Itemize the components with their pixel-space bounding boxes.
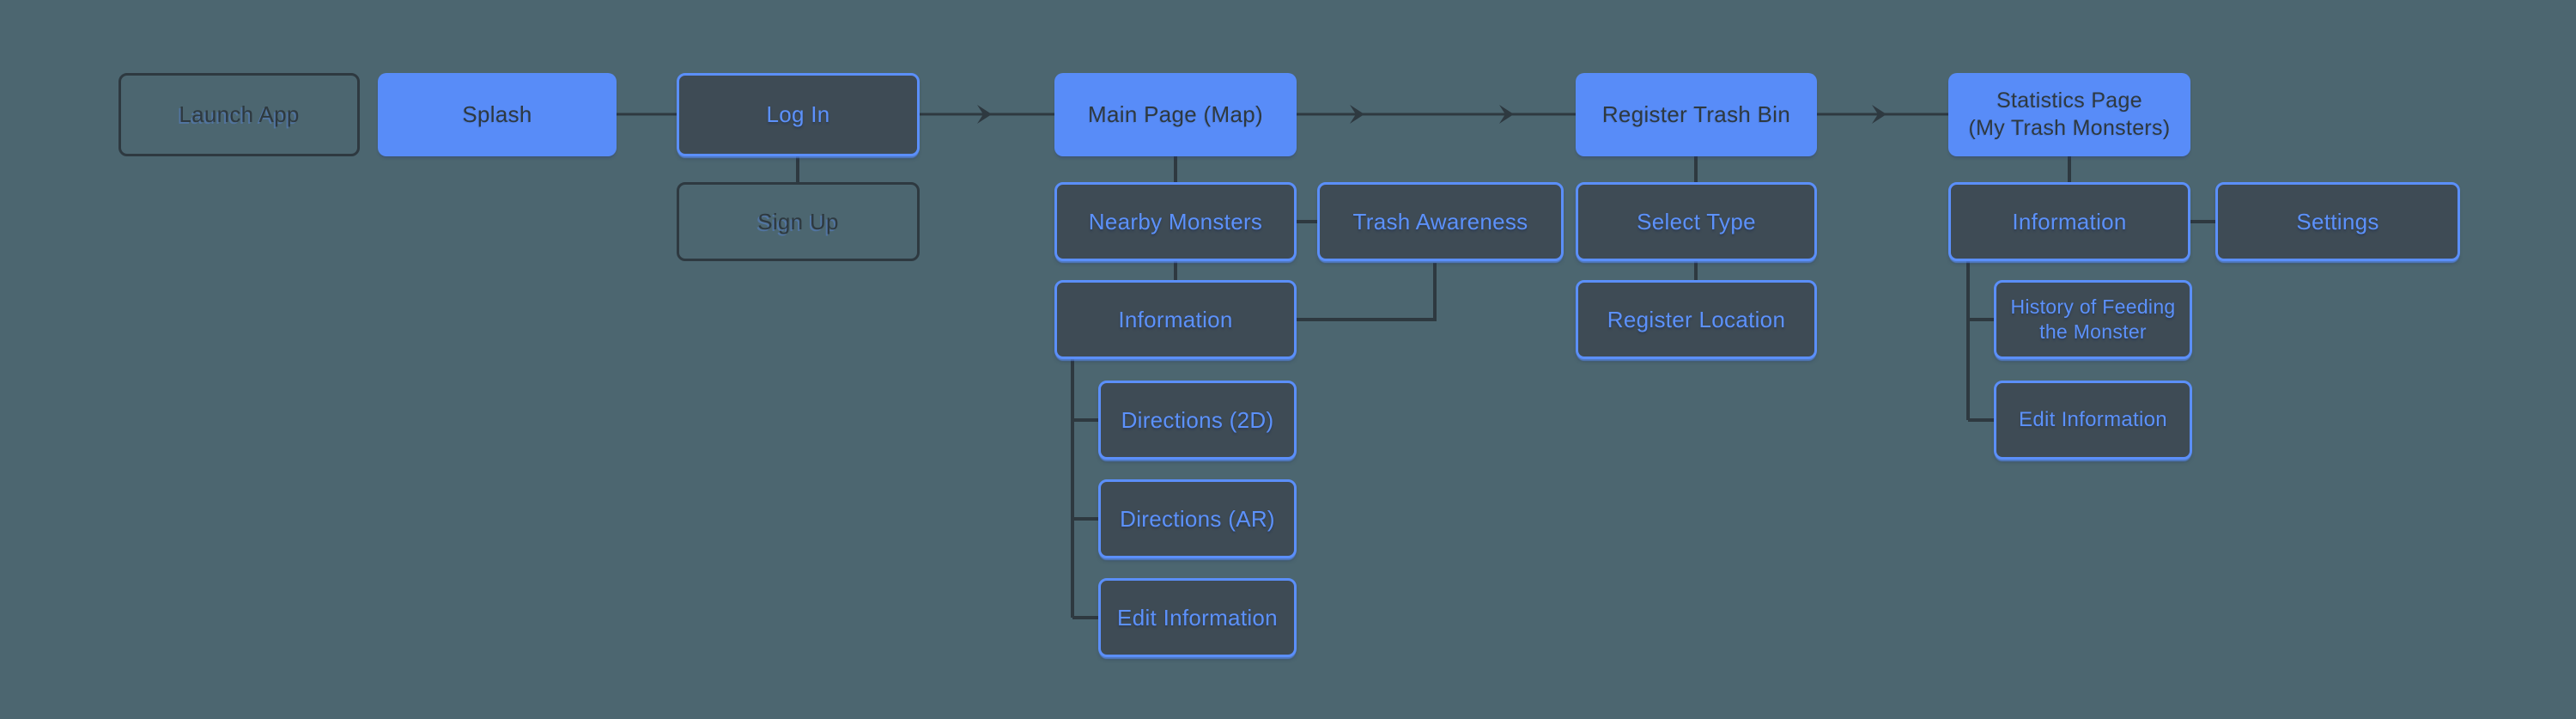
node-label: Information (1118, 306, 1233, 332)
node-splash[interactable]: Splash (378, 73, 617, 156)
node-register-trash-bin[interactable]: Register Trash Bin (1576, 73, 1817, 156)
node-label: Splash (462, 101, 532, 128)
node-information-map[interactable]: Information (1054, 280, 1297, 359)
node-label: Main Page (Map) (1088, 101, 1263, 128)
node-label: Edit Information (1117, 604, 1278, 631)
node-directions-2d[interactable]: Directions (2D) (1098, 381, 1297, 460)
node-label: Directions (2D) (1121, 406, 1274, 433)
node-label: Register Location (1607, 306, 1786, 332)
connector-information-trashawareness-elbow (1295, 263, 1437, 321)
node-label: Settings (2296, 208, 2379, 235)
node-information-stats[interactable]: Information (1948, 182, 2190, 261)
node-register-location[interactable]: Register Location (1576, 280, 1817, 359)
node-label: Log In (766, 101, 830, 128)
node-directions-ar[interactable]: Directions (AR) (1098, 479, 1297, 558)
node-label: Select Type (1637, 208, 1756, 235)
node-log-in[interactable]: Log In (677, 73, 920, 156)
node-launch-app[interactable]: Launch App (118, 73, 360, 156)
node-edit-information-stats[interactable]: Edit Information (1994, 381, 2192, 460)
node-label: Information (2012, 208, 2127, 235)
arrowhead-icon (1872, 105, 1886, 124)
arrowhead-icon (1350, 105, 1364, 124)
node-nearby-monsters[interactable]: Nearby Monsters (1054, 182, 1297, 261)
node-label: Edit Information (2019, 408, 2167, 431)
node-label: Directions (AR) (1120, 505, 1275, 532)
node-label: Trash Awareness (1352, 208, 1528, 235)
arrowhead-icon (977, 105, 992, 124)
node-settings[interactable]: Settings (2215, 182, 2460, 261)
node-main-page-map[interactable]: Main Page (Map) (1054, 73, 1297, 156)
node-label: Register Trash Bin (1601, 101, 1791, 128)
node-trash-awareness[interactable]: Trash Awareness (1317, 182, 1564, 261)
node-select-type[interactable]: Select Type (1576, 182, 1817, 261)
arrowhead-icon (1499, 105, 1514, 124)
node-label-line1: History of Feeding (2010, 296, 2176, 319)
node-label-line2: the Monster (2039, 320, 2147, 343)
node-label-line1: Statistics Page (1996, 88, 2142, 113)
node-edit-information-map[interactable]: Edit Information (1098, 578, 1297, 657)
node-label: Launch App (179, 101, 300, 128)
node-label: Nearby Monsters (1088, 208, 1263, 235)
node-history-of-feeding-the-monster[interactable]: History of Feeding the Monster (1994, 280, 2192, 359)
node-sign-up[interactable]: Sign Up (677, 182, 920, 261)
node-label-line2: (My Trash Monsters) (1968, 115, 2171, 140)
node-label: Sign Up (757, 208, 839, 235)
node-statistics-page[interactable]: Statistics Page (My Trash Monsters) (1948, 73, 2190, 156)
